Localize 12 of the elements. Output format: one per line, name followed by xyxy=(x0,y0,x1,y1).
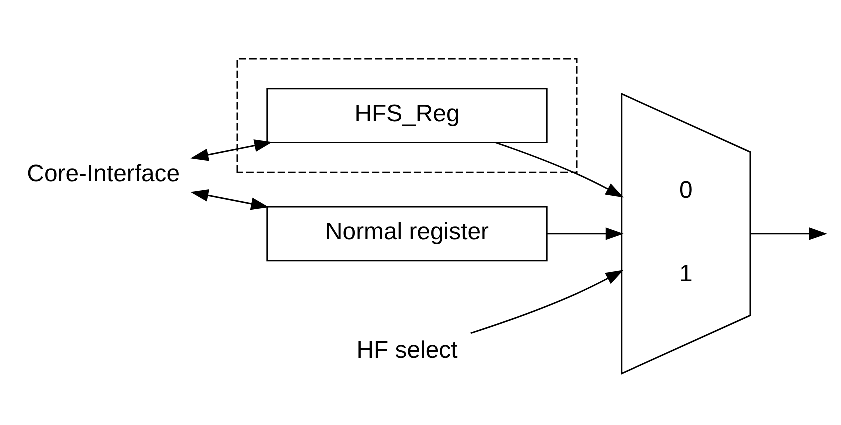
node-box: HFS_Reg xyxy=(266,88,548,143)
arrow xyxy=(496,142,624,198)
node-box: Normal register xyxy=(266,206,548,262)
arrow xyxy=(750,227,828,240)
arrow xyxy=(190,188,270,210)
cluster xyxy=(236,58,578,173)
arrow xyxy=(470,270,624,334)
node-box: 0 1 xyxy=(621,92,752,374)
node-text: HF select xyxy=(356,336,458,364)
node-text: Core-Interface xyxy=(27,160,180,187)
arrow xyxy=(547,227,624,240)
arrow xyxy=(190,139,273,161)
